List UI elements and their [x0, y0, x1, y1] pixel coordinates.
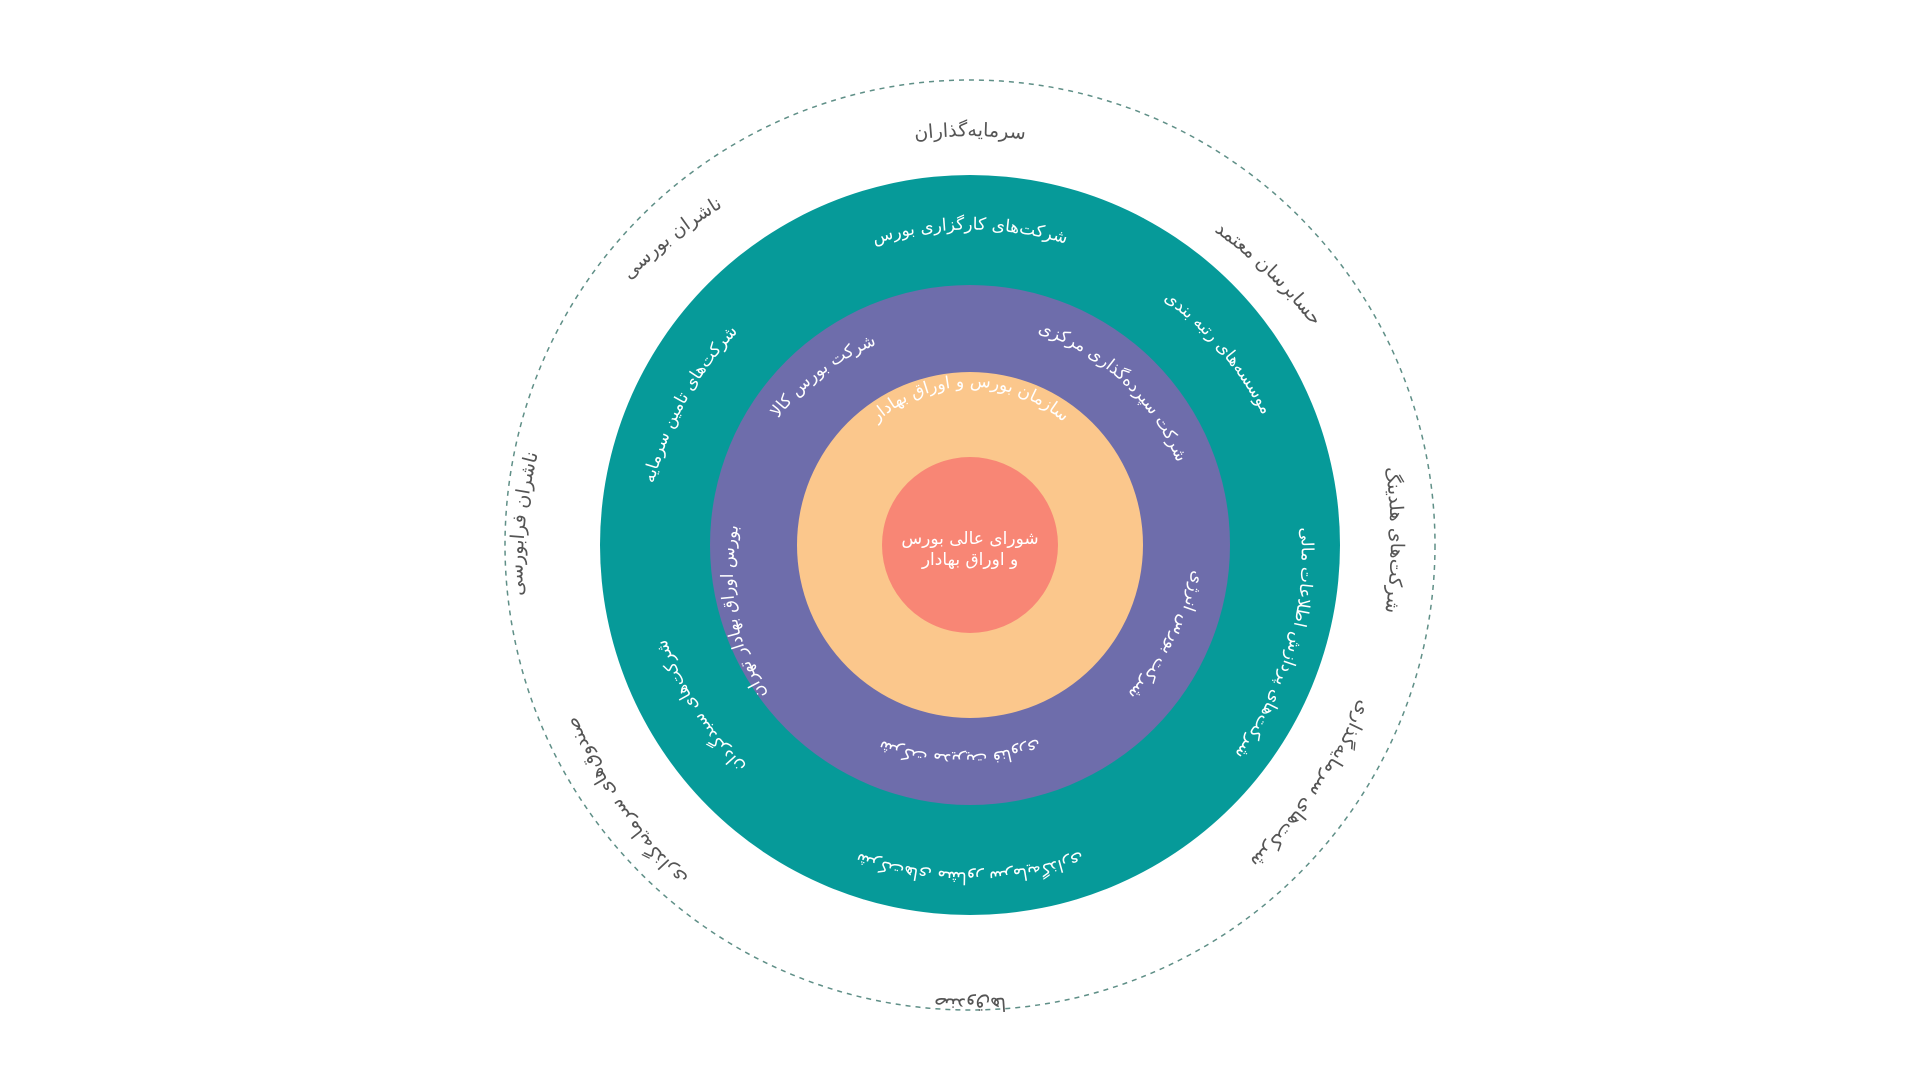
core-circle	[882, 457, 1058, 633]
outer-label-top: سرمایه‌گذاران	[913, 118, 1027, 144]
outer-label-bottom: صندوق‌ها	[933, 992, 1007, 1015]
outer-label-right: شرکت‌های هلدینگ	[1380, 465, 1408, 614]
outer-label-top-left: ناشران بورسی	[618, 192, 726, 283]
core-label-line2: و اوراق بهادار	[921, 550, 1018, 570]
outer-dashed-ring	[504, 79, 1436, 1011]
core-label-line1: شورای عالی بورس	[901, 529, 1038, 549]
